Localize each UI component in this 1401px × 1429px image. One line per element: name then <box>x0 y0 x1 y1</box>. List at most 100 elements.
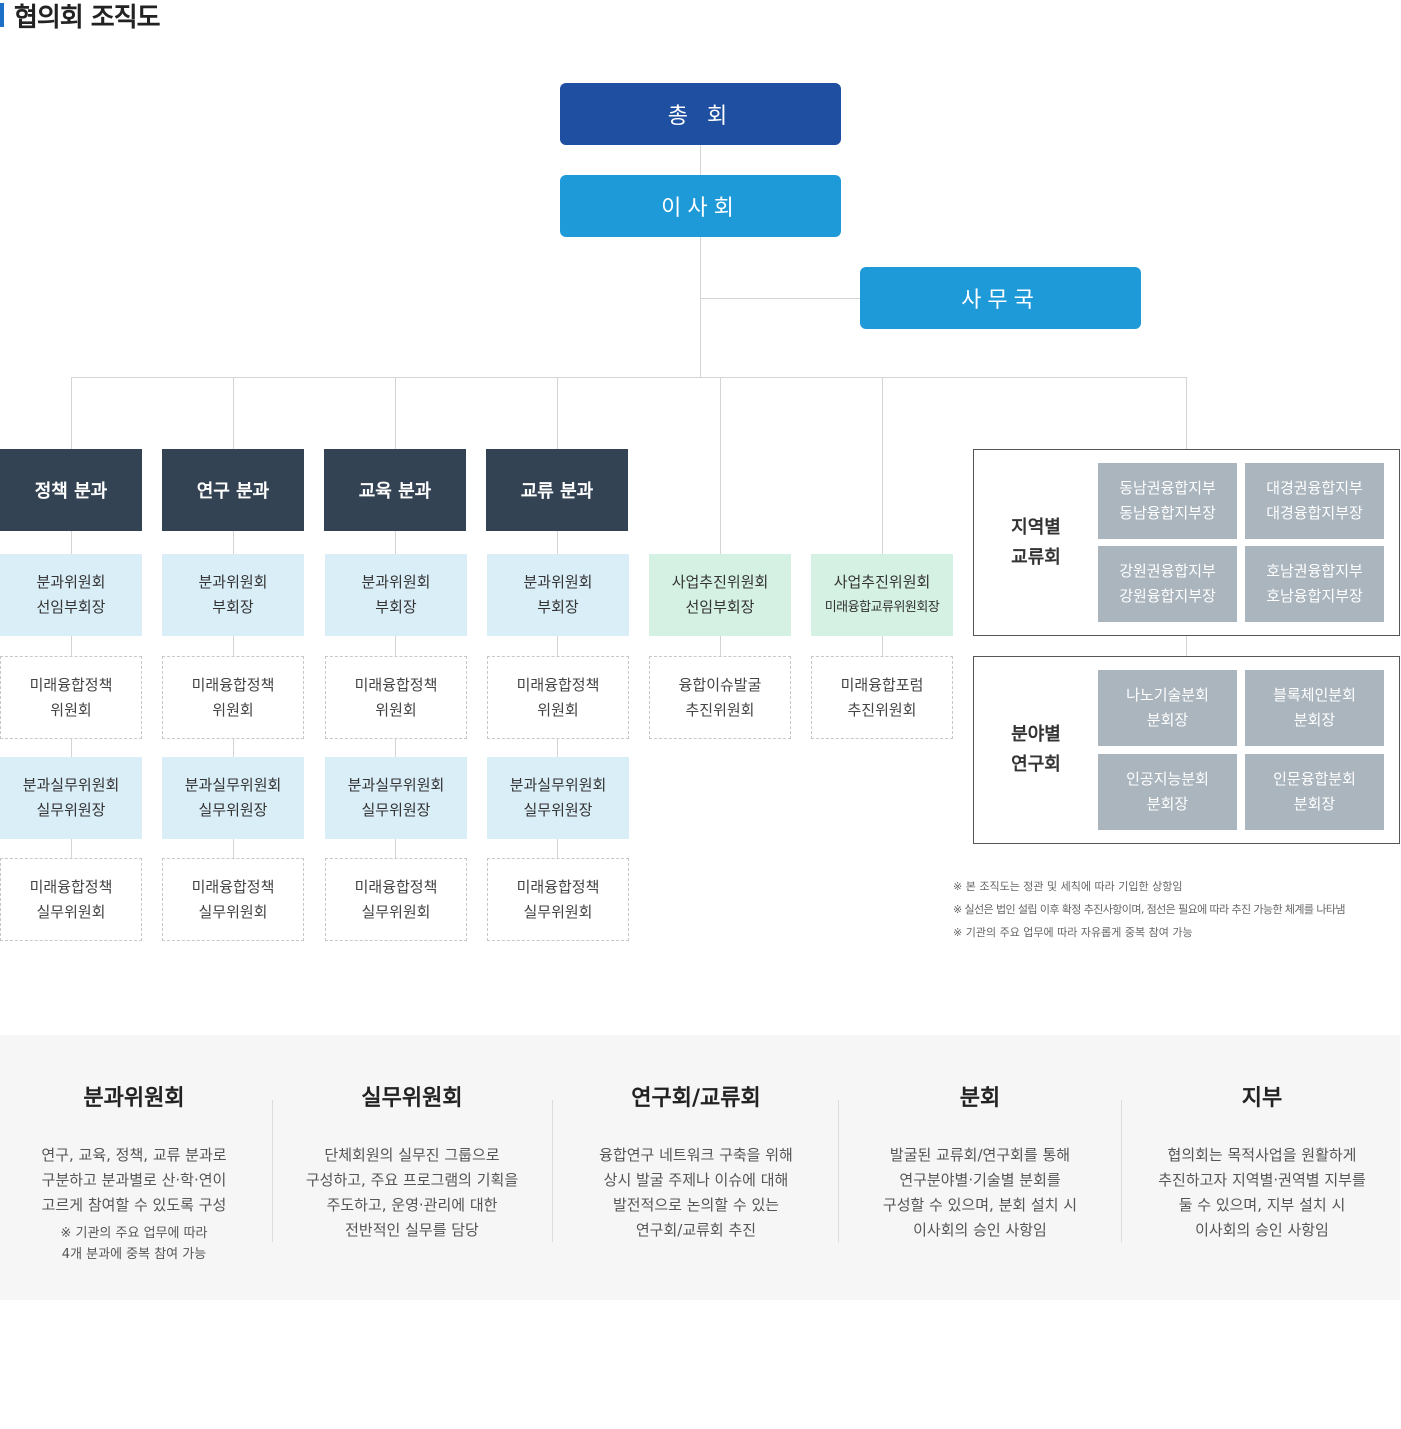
description-column: 연구회/교류회 융합연구 네트워크 구축을 위해 상시 발굴 주제나 이슈에 대… <box>556 1035 836 1300</box>
connector <box>233 377 234 449</box>
group-label-line: 지역별 <box>1011 516 1061 538</box>
role-line: 사업추진위원회 <box>833 573 931 591</box>
description-line: 발굴된 교류회/연구회를 통해 <box>889 1146 1071 1164</box>
column-divider <box>838 1100 839 1242</box>
dept-name: 연구 분과 <box>196 481 270 502</box>
description-line: 발전적으로 논의할 수 있는 <box>612 1196 780 1214</box>
role-line: 분과위원회 <box>523 573 593 591</box>
connector <box>700 145 701 175</box>
description-line: 둘 수 있으며, 지부 설치 시 <box>1178 1196 1346 1214</box>
description-column: 분과위원회 연구, 교육, 정책, 교류 분과로 구분하고 분과별로 산·학·연… <box>0 1035 268 1300</box>
description-line: 이사회의 승인 사항임 <box>1195 1221 1329 1239</box>
description-line: 연구, 교육, 정책, 교류 분과로 <box>41 1146 227 1164</box>
role-line: 실무위원장 <box>361 801 431 819</box>
dept-name: 정책 분과 <box>34 481 108 502</box>
description-column: 분회 발굴된 교류회/연구회를 통해 연구분야별·기술별 분회를 구성할 수 있… <box>840 1035 1120 1300</box>
cell-line: 강원융합지부장 <box>1119 587 1216 605</box>
title-accent-bar <box>0 3 4 27</box>
cell-line: 호남권융합지부 <box>1266 562 1363 580</box>
dept-exchange: 교류 분과 <box>486 449 628 531</box>
column-divider <box>272 1100 273 1242</box>
cell-line: 호남융합지부장 <box>1266 587 1363 605</box>
group-label-line: 교류회 <box>1011 546 1061 568</box>
description-title: 분과위원회 <box>83 1086 185 1111</box>
connector <box>71 377 72 449</box>
role-line: 미래융합교류위원회장 <box>824 600 940 615</box>
committee-line: 실무위원회 <box>361 902 431 921</box>
note-line: ※ 본 조직도는 정관 및 세칙에 따라 기입한 상항임 <box>953 880 1183 893</box>
committee-line: 미래융합정책 <box>29 877 113 896</box>
note-line: ※ 실선은 법인 설립 이후 확정 추진사항이며, 점선은 필요에 따라 추진 … <box>953 903 1345 916</box>
cell-line: 인공지능분회 <box>1126 770 1209 788</box>
committee-line: 실무위원회 <box>36 902 106 921</box>
cell-line: 분회장 <box>1293 795 1336 813</box>
connector <box>1186 636 1187 657</box>
committee-line: 추진위원회 <box>685 700 755 719</box>
connector <box>700 298 860 299</box>
dept-research: 연구 분과 <box>162 449 304 531</box>
committee-line: 미래융합정책 <box>354 877 438 896</box>
role-line: 실무위원장 <box>523 801 593 819</box>
committee-line: 미래융합정책 <box>29 675 113 694</box>
connector <box>71 377 1187 378</box>
role-line: 실무위원장 <box>198 801 268 819</box>
role-line: 선임부회장 <box>36 598 106 616</box>
description-line: 협의회는 목적사업을 원활하게 <box>1167 1146 1357 1164</box>
description-line: 연구분야별·기술별 분회를 <box>899 1171 1061 1189</box>
connector <box>1186 377 1187 450</box>
cell-line: 나노기술분회 <box>1126 686 1209 704</box>
secretariat-box: 사무국 <box>860 267 1141 329</box>
role-line: 분과실무위원회 <box>347 776 445 794</box>
committee-line: 미래융합정책 <box>191 675 275 694</box>
role-line: 부회장 <box>212 598 254 616</box>
general-assembly-label: 총 회 <box>667 104 734 129</box>
secretariat-label: 사무국 <box>961 288 1040 313</box>
description-line: 구성하고, 주요 프로그램의 기획을 <box>305 1171 519 1189</box>
role-line: 분과위원회 <box>36 573 106 591</box>
connector <box>720 377 721 554</box>
role-line: 부회장 <box>537 598 579 616</box>
cell-line: 동남권융합지부 <box>1119 479 1216 497</box>
cell-line: 대경권융합지부 <box>1266 479 1363 497</box>
cell-line: 분회장 <box>1293 711 1336 729</box>
description-line: 이사회의 승인 사항임 <box>913 1221 1047 1239</box>
role-line: 분과위원회 <box>198 573 268 591</box>
description-section: 분과위원회 연구, 교육, 정책, 교류 분과로 구분하고 분과별로 산·학·연… <box>0 1035 1400 1300</box>
description-line: 구성할 수 있으며, 분회 설치 시 <box>882 1196 1078 1214</box>
connector <box>700 237 701 378</box>
committee-line: 위원회 <box>537 700 579 719</box>
role-line: 실무위원장 <box>36 801 106 819</box>
committee-line: 미래융합포럼 <box>840 675 924 694</box>
role-line: 분과실무위원회 <box>22 776 120 794</box>
description-sub-line: ※ 기관의 주요 업무에 따라 <box>60 1226 208 1241</box>
cell-line: 인문융합분회 <box>1273 770 1356 788</box>
connector <box>882 636 883 657</box>
cell-line: 동남융합지부장 <box>1119 504 1216 522</box>
general-assembly-box: 총 회 <box>560 83 841 145</box>
cell-line: 강원권융합지부 <box>1119 562 1216 580</box>
dept-policy: 정책 분과 <box>0 449 142 531</box>
note-line: ※ 기관의 주요 업무에 따라 자유롭게 중복 참여 가능 <box>953 926 1193 939</box>
description-sub-line: 4개 분과에 중복 참여 가능 <box>61 1247 207 1262</box>
committee-line: 미래융합정책 <box>516 675 600 694</box>
